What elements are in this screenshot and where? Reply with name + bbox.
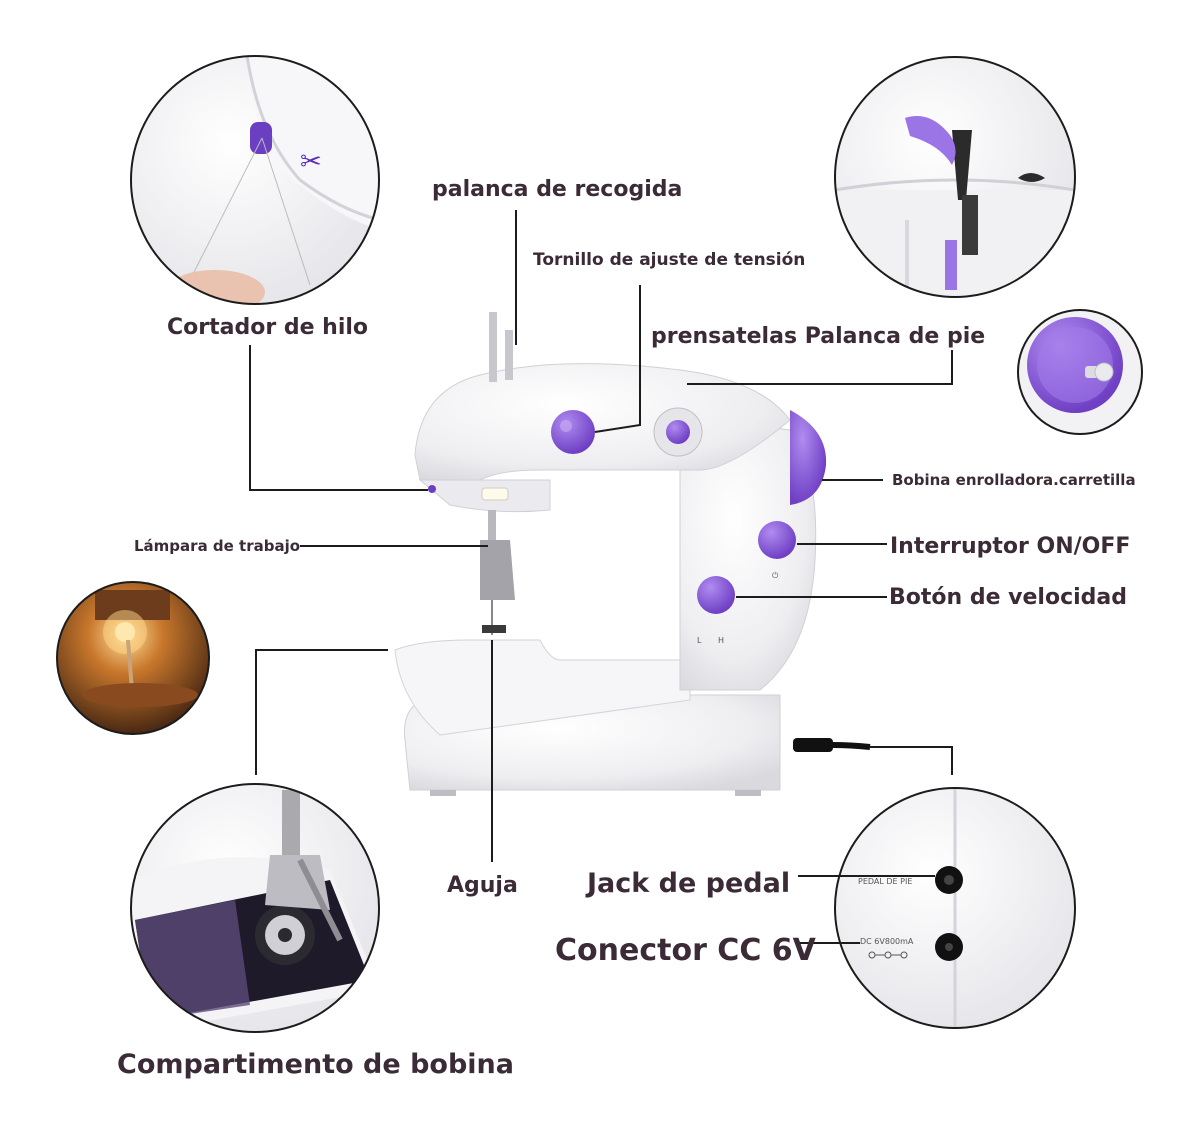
speed-high-marking: H [718,636,724,645]
label-dc-connector: Conector CC 6V [555,933,817,968]
labels: palanca de recogida Tornillo de ajuste d… [117,177,1136,1080]
power-switch-icon: ⏻ [772,571,779,580]
label-work-lamp: Lámpara de trabajo [134,537,300,555]
label-take-up-lever: palanca de recogida [432,177,682,202]
speed-low-marking: L [697,636,702,645]
bobbin-winder-detail [1017,309,1143,435]
label-bobbin-winder: Bobina enrolladora.carretilla [892,471,1136,489]
label-presser-foot-lever: prensatelas Palanca de pie [651,324,985,349]
label-tension-screw: Tornillo de ajuste de tensión [533,250,805,270]
ports-detail: PEDAL DE PIE DC 6V800mA [834,787,1076,1029]
label-thread-cutter: Cortador de hilo [167,315,368,340]
leader-lines [249,210,953,944]
bobbin-compartment-detail [130,783,380,1033]
sewing-machine: ⏻ L H [394,312,871,796]
leader-ports [870,746,953,775]
work-lamp-detail [56,581,210,735]
label-speed-button: Botón de velocidad [889,585,1127,610]
label-pedal-jack: Jack de pedal [585,868,790,899]
presser-foot-lever-detail [834,56,1076,298]
dc-polarity-icon [868,951,908,959]
label-bobbin-compartment: Compartimento de bobina [117,1049,514,1080]
thread-cutter-detail: ✂ [130,55,380,305]
scissors-icon: ✂ [300,147,322,177]
pedal-port-marking: PEDAL DE PIE [858,877,912,886]
dc-port-marking: DC 6V800mA [860,937,914,946]
label-needle: Aguja [447,873,518,898]
leader-tension-screw [594,285,641,433]
leader-thread-cutter [249,345,428,491]
leader-presser-foot-lever [687,350,953,385]
label-power-switch: Interruptor ON/OFF [890,534,1130,559]
leader-bobbin-compartment [255,649,388,775]
